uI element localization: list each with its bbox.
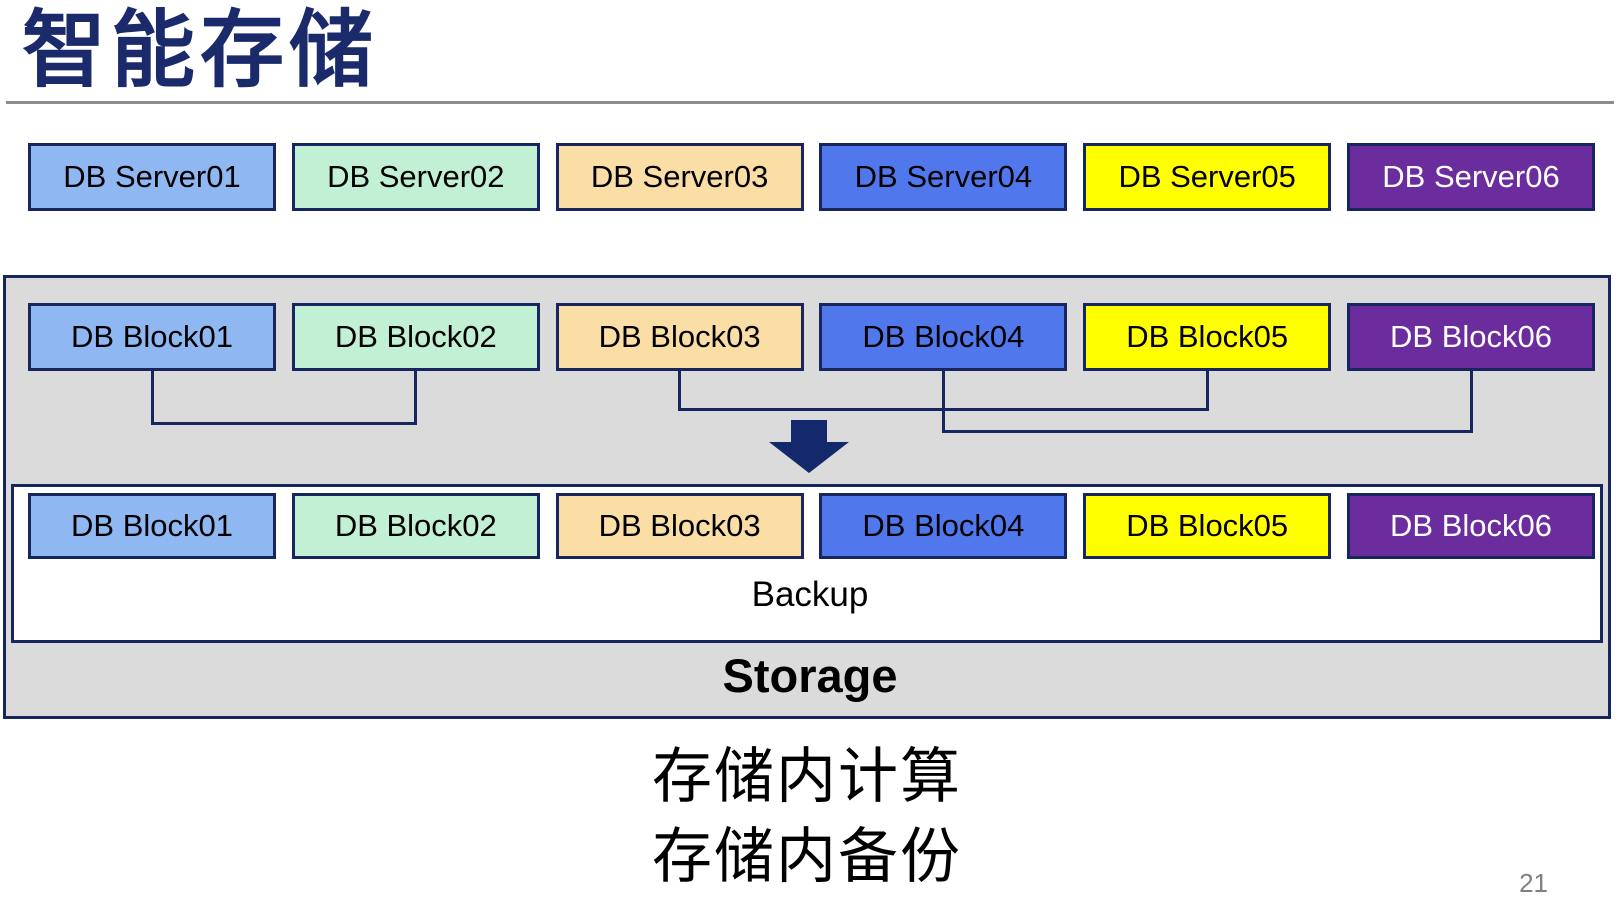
- db-server-box-1: DB Server01: [28, 143, 276, 211]
- db-block-bottom-box-6: DB Block06: [1347, 493, 1595, 559]
- connector-line-vertical: [1469, 371, 1473, 433]
- connector-line-vertical: [941, 371, 945, 433]
- page-number: 21: [1519, 868, 1548, 898]
- db-server-box-3: DB Server03: [555, 143, 804, 211]
- db-server-box-2: DB Server02: [291, 143, 540, 211]
- db-block-top-box-1: DB Block01: [28, 303, 276, 371]
- db-block-bottom-box-2: DB Block02: [291, 493, 540, 559]
- connector-line-vertical: [150, 371, 154, 425]
- db-block-top-box-3: DB Block03: [555, 303, 804, 371]
- db-block-top-box-2: DB Block02: [291, 303, 540, 371]
- db-block-bottom-box-1: DB Block01: [28, 493, 276, 559]
- db-block-bottom-box-3: DB Block03: [555, 493, 804, 559]
- connector-line-vertical: [414, 371, 418, 425]
- db-block-bottom-box-5: DB Block05: [1083, 493, 1332, 559]
- db-server-box-4: DB Server04: [819, 143, 1068, 211]
- backup-box: [11, 484, 1603, 643]
- db-server-box-5: DB Server05: [1083, 143, 1332, 211]
- page-title: 智能存储: [22, 3, 379, 97]
- caption-text: 存储内计算 存储内备份: [652, 737, 962, 897]
- title-divider: [6, 101, 1614, 104]
- connector-line-horizontal: [941, 430, 1473, 433]
- connector-line-vertical: [1205, 371, 1209, 411]
- caption-line-1: 存储内计算: [652, 743, 962, 810]
- db-block-top-box-6: DB Block06: [1347, 303, 1595, 371]
- caption-line-2: 存储内备份: [652, 823, 962, 890]
- connector-line-horizontal: [150, 422, 418, 425]
- db-block-bottom-box-4: DB Block04: [819, 493, 1068, 559]
- storage-label: Storage: [722, 649, 898, 702]
- db-server-box-6: DB Server06: [1347, 143, 1595, 211]
- db-block-top-box-4: DB Block04: [819, 303, 1068, 371]
- down-arrow-icon: [769, 420, 849, 473]
- backup-label: Backup: [751, 575, 869, 614]
- connector-line-vertical: [678, 371, 682, 411]
- db-block-top-box-5: DB Block05: [1083, 303, 1332, 371]
